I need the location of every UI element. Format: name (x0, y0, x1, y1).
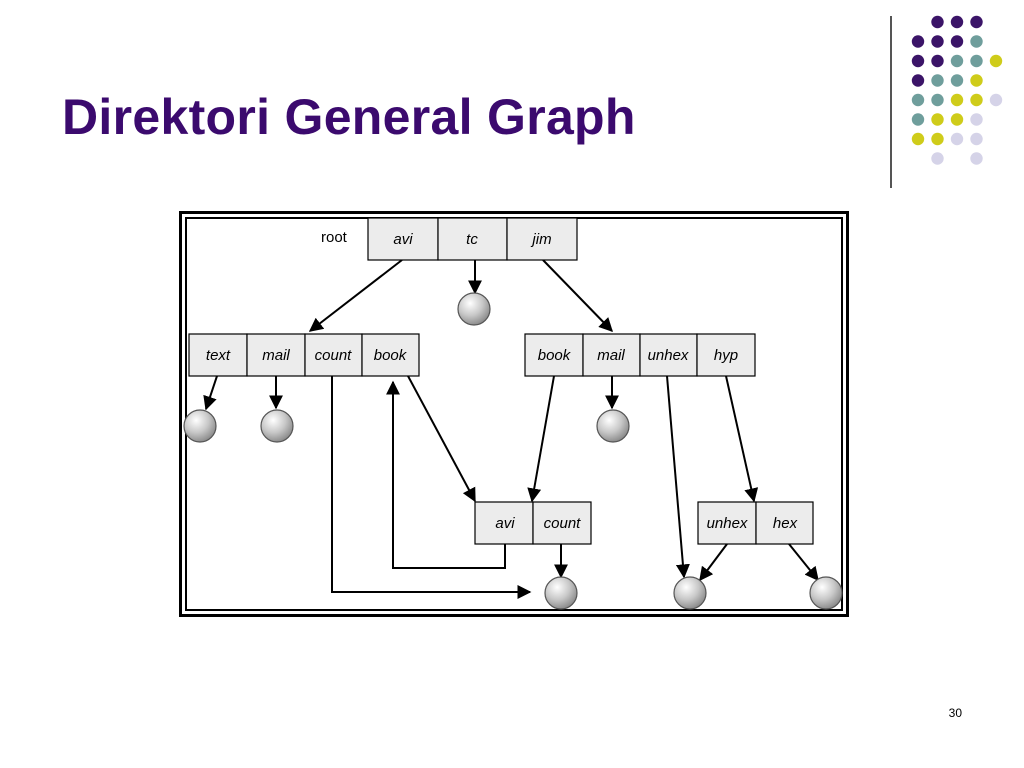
decorative-dot (911, 93, 925, 107)
decorative-dot (931, 93, 944, 107)
decorative-dot (970, 113, 983, 126)
edge-count-to-shared-file (331, 376, 532, 599)
decorative-dot (931, 74, 944, 87)
jim-entry-unhex: unhex (648, 347, 689, 364)
decorative-dot (950, 93, 964, 107)
edge-jim-book-to-shared-dir (527, 375, 555, 503)
root-entry-jim: jim (530, 231, 551, 248)
decorative-dot (970, 152, 983, 165)
edge-jim-to-user-dir (542, 259, 613, 333)
decorative-dot (970, 35, 983, 48)
decorative-dot (950, 113, 964, 126)
shared-entry-count: count (544, 515, 582, 532)
hyp-entry-hex: hex (773, 515, 798, 532)
file-nodes (183, 292, 843, 610)
avi-entry-mail: mail (262, 347, 290, 364)
decorative-dot (911, 54, 925, 68)
decorative-dot (911, 74, 925, 87)
decorative-dot (911, 132, 925, 146)
decorative-dot-grid (911, 15, 1003, 165)
file-node (183, 409, 217, 443)
hyp-entry-unhex: unhex (707, 515, 748, 532)
avi-entry-book: book (374, 347, 408, 364)
file-node (260, 409, 294, 443)
decorative-dot (950, 54, 964, 68)
jim-directory: book mail unhex hyp (524, 333, 756, 377)
decorative-dot (970, 93, 983, 107)
file-node (457, 292, 491, 326)
avi-entry-count: count (315, 347, 353, 364)
edge-avi-to-user-dir (308, 259, 403, 332)
decorative-divider (890, 16, 892, 188)
decorative-dot (931, 113, 944, 126)
avi-directory: text mail count book (188, 333, 420, 377)
decorative-dot (950, 74, 964, 87)
edge-hyp-unhex-to-file (699, 543, 728, 582)
decorative-dot (950, 35, 964, 48)
decorative-dot (970, 74, 983, 87)
edge-hex-to-file (788, 543, 819, 582)
jim-entry-book: book (538, 347, 572, 364)
decorative-dot (950, 132, 964, 146)
file-node (544, 576, 578, 610)
decorative-dot (931, 152, 944, 165)
decorative-dot (931, 15, 944, 29)
file-node (673, 576, 707, 610)
root-entry-tc: tc (466, 231, 478, 248)
page-number: 30 (948, 706, 962, 720)
root-directory: avi tc jim (367, 217, 578, 261)
slide-title: Direktori General Graph (62, 89, 636, 145)
decorative-dot (931, 35, 944, 48)
edge-avi-cycle-to-book (386, 380, 506, 569)
decorative-dot (970, 132, 983, 146)
file-node (809, 576, 843, 610)
decorative-dot (970, 54, 983, 68)
directory-graph-diagram: root avi tc jim text mail count book boo… (183, 217, 843, 610)
decorative-dot (989, 54, 1003, 68)
decorative-dot (911, 35, 925, 48)
edge-book-to-shared-dir (407, 375, 476, 503)
edge-hyp-to-dir (725, 375, 759, 503)
decorative-dot (989, 93, 1003, 107)
edge-text-to-file (203, 375, 218, 411)
jim-entry-mail: mail (597, 347, 625, 364)
decorative-dot (950, 15, 964, 29)
decorative-dot (931, 54, 944, 68)
decorative-dot (911, 113, 925, 126)
avi-entry-text: text (206, 347, 231, 364)
root-label: root (321, 229, 348, 246)
hyp-directory: unhex hex (697, 501, 814, 545)
jim-entry-hyp: hyp (714, 347, 738, 364)
diagram-frame (179, 211, 849, 617)
edges (203, 259, 819, 599)
shared-directory: avi count (474, 501, 592, 545)
edge-unhex-to-file (666, 375, 690, 579)
decorative-dot (970, 15, 983, 29)
decorative-dot (931, 132, 944, 146)
root-entry-avi: avi (393, 231, 413, 248)
file-node (596, 409, 630, 443)
shared-entry-avi: avi (495, 515, 515, 532)
